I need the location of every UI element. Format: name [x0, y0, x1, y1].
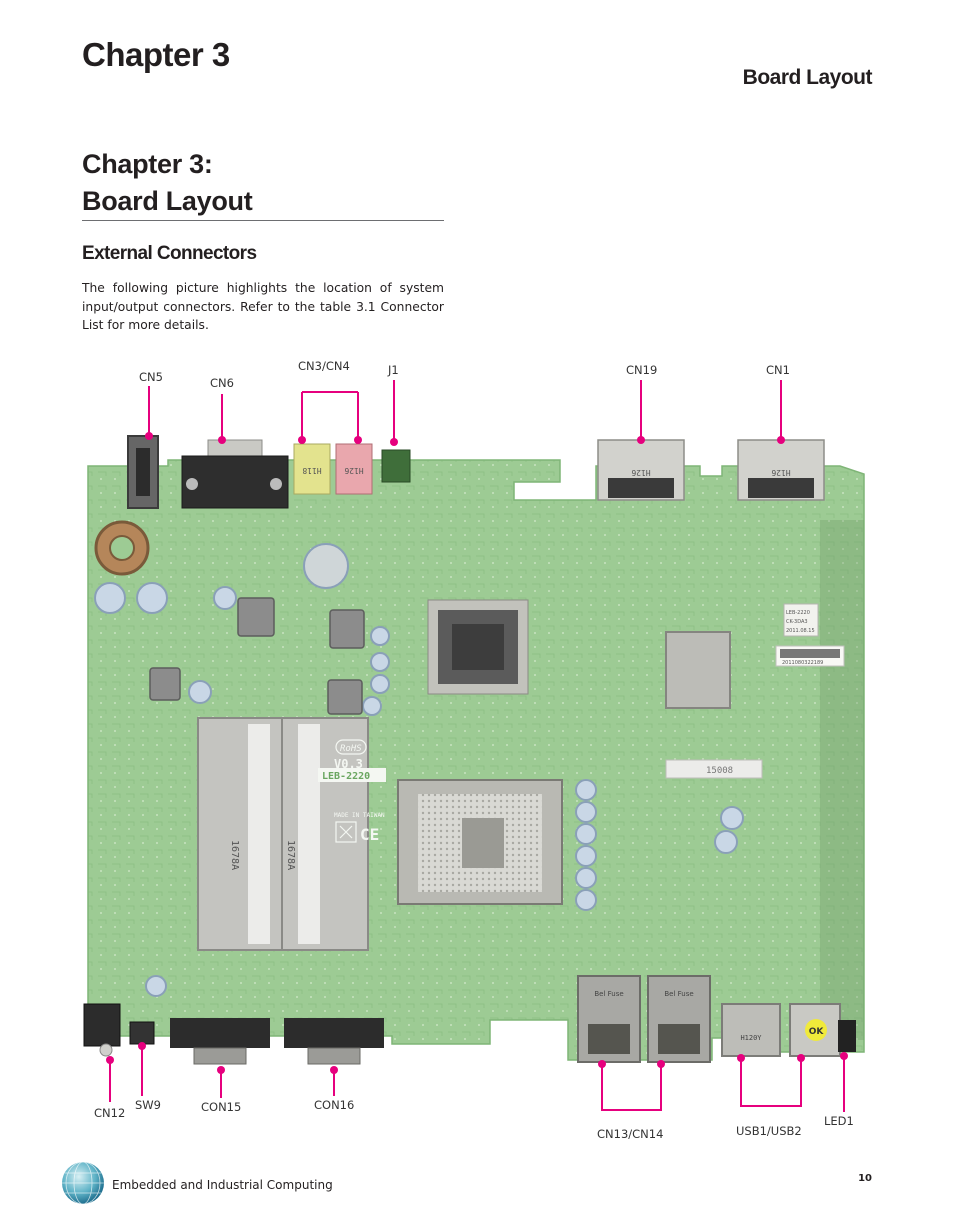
intro-paragraph: The following picture highlights the loc… — [82, 281, 444, 332]
label-cn3-cn4: CN3/CN4 — [298, 359, 350, 373]
label-cn6: CN6 — [210, 376, 234, 390]
lan2-label: Bel Fuse — [664, 990, 693, 998]
chipset — [427, 599, 529, 695]
silkscreen: RoHS V0.3 LEB-2220 MADE IN TAIWAN CE — [318, 739, 386, 844]
connector-cn19: H126 — [597, 439, 685, 501]
ce-mark: CE — [360, 825, 379, 844]
sodimm-label-2: 1678A — [285, 840, 296, 870]
connector-usb2: OK — [789, 1003, 841, 1057]
made-in-mark: MADE IN TAIWAN — [334, 812, 385, 819]
subsection-heading: External Connectors — [82, 243, 257, 264]
usb-ok-sticker: OK — [809, 1027, 825, 1037]
label-cn12: CN12 — [94, 1106, 126, 1120]
connector-cn4: H126 — [335, 443, 373, 495]
label-con16: CON16 — [314, 1098, 355, 1112]
model-mark: LEB-2220 — [322, 771, 370, 782]
connector-led1 — [838, 1020, 856, 1052]
footer-text: Embedded and Industrial Computing — [112, 1178, 333, 1192]
switch-sw9 — [129, 1021, 155, 1045]
label-sw9: SW9 — [135, 1098, 161, 1112]
dvi2-label: H126 — [771, 468, 790, 477]
serial-sticker: 15008 — [706, 766, 733, 776]
lan1-label: Bel Fuse — [594, 990, 623, 998]
rohs-mark: RoHS — [340, 744, 362, 754]
inductor-coil — [94, 520, 150, 576]
sodimm-label-1: 1678A — [229, 840, 240, 870]
callout-dots — [106, 432, 848, 1074]
board-label-line-2: CK-3DA3 — [786, 619, 808, 625]
connector-usb1: H120Y — [721, 1003, 781, 1057]
label-cn13-cn14: CN13/CN14 — [597, 1127, 664, 1141]
label-led1: LED1 — [824, 1114, 854, 1128]
barcode-text: 2011080322189 — [782, 660, 823, 666]
sim-card-slot — [665, 631, 731, 709]
chapter-title-line1: Chapter 3: — [82, 149, 213, 179]
connector-j1 — [381, 449, 411, 483]
page-number: 10 — [858, 1173, 872, 1184]
connector-cn13: Bel Fuse — [577, 975, 641, 1063]
audio-pink-label: H126 — [344, 466, 363, 475]
label-con15: CON15 — [201, 1100, 242, 1114]
label-j1: J1 — [388, 363, 399, 377]
board-label-line-3: 2011.08.15 — [786, 628, 815, 634]
label-cn19: CN19 — [626, 363, 658, 377]
callout-lines — [109, 380, 845, 1112]
power-chokes — [149, 597, 365, 715]
connector-cn14: Bel Fuse — [647, 975, 711, 1063]
chapter-title: Chapter 3: Board Layout — [82, 146, 253, 220]
section-header: Board Layout — [742, 66, 873, 89]
dvi1-label: H126 — [631, 468, 650, 477]
label-cn5: CN5 — [139, 370, 163, 384]
connector-cn1: H126 — [737, 439, 825, 501]
connector-cn6 — [181, 439, 289, 509]
connector-con16 — [284, 1018, 384, 1065]
capacitors — [94, 543, 744, 997]
label-usb1-usb2: USB1/USB2 — [736, 1124, 802, 1138]
usb-label: H120Y — [740, 1034, 762, 1042]
title-divider — [82, 220, 444, 221]
chapter-header: Chapter 3 — [82, 36, 230, 73]
sodimm-slots: 1678A 1678A — [197, 717, 369, 951]
connector-cn12 — [83, 1003, 121, 1057]
cpu-socket — [397, 779, 563, 905]
label-cn1: CN1 — [766, 363, 790, 377]
connector-cn5 — [127, 435, 159, 509]
audio-green-label: H118 — [302, 466, 321, 475]
board-label-line-1: LEB-2220 — [786, 610, 810, 616]
globe-logo-icon — [62, 1161, 104, 1205]
chapter-title-line2: Board Layout — [82, 186, 253, 216]
connector-con15 — [170, 1018, 270, 1065]
connector-cn3: H118 — [293, 443, 331, 495]
board-label: LEB-2220 CK-3DA3 2011.08.15 201108032218… — [665, 603, 845, 779]
version-mark: V0.3 — [334, 757, 363, 771]
